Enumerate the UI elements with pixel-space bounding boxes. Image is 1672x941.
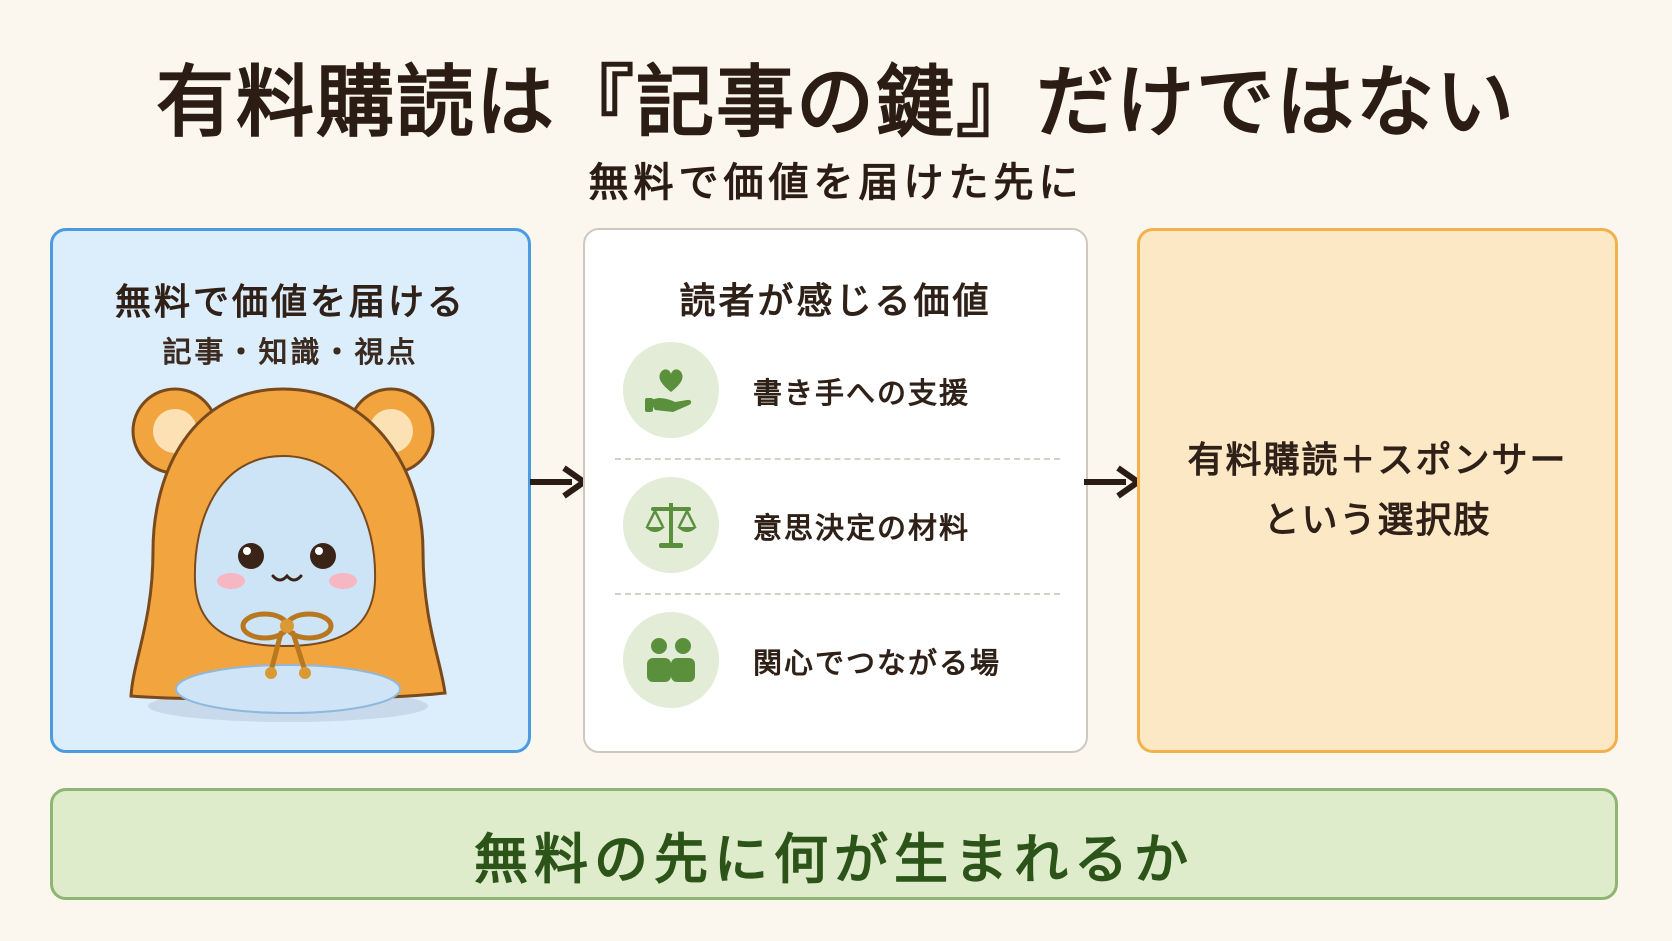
- people-icon: [623, 612, 719, 708]
- value-item: 意思決定の材料: [623, 475, 1053, 575]
- value-item-label: 意思決定の材料: [753, 511, 971, 545]
- free-value-subtitle: 記事・知識・視点: [162, 335, 419, 369]
- value-item: 書き手への支援: [623, 340, 1053, 440]
- value-item-label: 関心でつながる場: [753, 646, 1002, 680]
- heart-hand-icon: [623, 342, 719, 438]
- paid-options-panel: 有料購読＋スポンサー という選択肢: [1137, 228, 1618, 753]
- value-item: 関心でつながる場: [623, 610, 1053, 710]
- banner-text: 無料の先に何が生まれるか: [474, 828, 1194, 891]
- arrow-right-icon: [1084, 465, 1142, 499]
- page-subtitle: 無料で価値を届けた先に: [588, 160, 1084, 206]
- divider: [615, 458, 1060, 460]
- paid-options-line1: 有料購読＋スポンサー: [1187, 440, 1568, 481]
- page-title: 有料購読は『記事の鍵』だけではない: [155, 58, 1516, 148]
- value-item-label: 書き手への支援: [753, 376, 971, 410]
- reader-value-panel: 読者が感じる価値 書き手への支援 意思決定の材料: [583, 228, 1088, 753]
- reader-value-title: 読者が感じる価値: [679, 281, 992, 322]
- free-value-title: 無料で価値を届ける: [114, 282, 466, 323]
- arrow-right-icon: [530, 465, 588, 499]
- bottom-banner: 無料の先に何が生まれるか: [50, 788, 1618, 900]
- paid-options-text: 有料購読＋スポンサー という選択肢: [1140, 431, 1615, 551]
- scales-icon: [623, 477, 719, 573]
- hooded-mascot-illustration: [129, 387, 447, 722]
- paid-options-line2: という選択肢: [1263, 500, 1492, 541]
- divider: [615, 593, 1060, 595]
- free-value-panel: 無料で価値を届ける 記事・知識・視点: [50, 228, 531, 753]
